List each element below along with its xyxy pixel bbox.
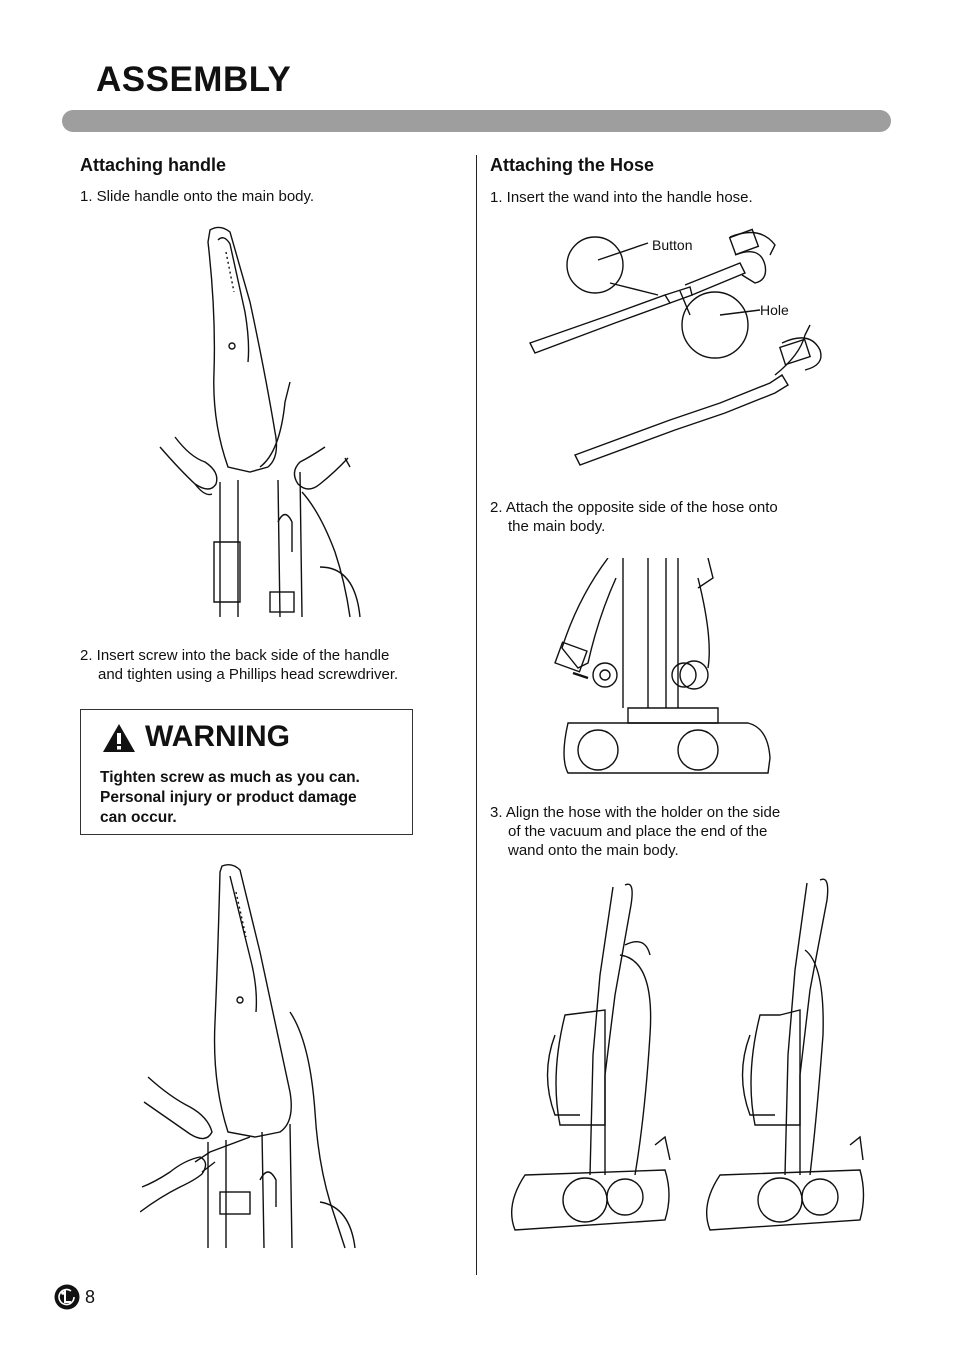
title-bar-divider [62, 110, 891, 132]
warning-line-3: can occur. [100, 809, 177, 826]
hose-step-2-line-1: 2. Attach the opposite side of the hose … [490, 499, 778, 516]
hose-step-3-line-2: of the vacuum and place the end of the [508, 823, 768, 840]
vacuum-assembled-illustration [505, 875, 865, 1237]
hose-step-3-line-1: 3. Align the hose with the holder on the… [490, 804, 781, 821]
warning-line-1: Tighten screw as much as you can. [100, 769, 360, 786]
warning-text: Tighten screw as much as you can. Person… [100, 768, 400, 828]
section-heading-attaching-hose: Attaching the Hose [490, 155, 655, 175]
handle-step-2-line-1: 2. Insert screw into the back side of th… [80, 647, 390, 664]
hose-step-1: 1. Insert the wand into the handle hose. [490, 189, 753, 206]
page-number: 8 [85, 1287, 96, 1307]
hose-step-2-line-2: the main body. [508, 518, 606, 535]
warning-title: WARNING [145, 720, 290, 753]
handle-step-2: 2. Insert screw into the back side of th… [80, 646, 398, 684]
page-title: ASSEMBLY [96, 60, 292, 99]
warning-line-2: Personal injury or product damage [100, 789, 357, 806]
screw-tighten-illustration [140, 862, 370, 1250]
hose-step-3-line-3: wand onto the main body. [508, 842, 679, 859]
callout-button-label: Button [652, 237, 693, 253]
hose-step-2: 2. Attach the opposite side of the hose … [490, 498, 778, 536]
hose-step-3: 3. Align the hose with the holder on the… [490, 803, 780, 860]
handle-step-1: 1. Slide handle onto the main body. [80, 188, 315, 205]
wand-hose-illustration [520, 225, 840, 470]
section-heading-attaching-handle: Attaching handle [80, 155, 227, 175]
handle-slide-illustration [150, 222, 370, 622]
handle-step-2-line-2: and tighten using a Phillips head screwd… [98, 666, 399, 683]
callout-hole-label: Hole [760, 302, 789, 318]
hose-body-illustration [548, 558, 773, 780]
lg-logo-icon [54, 1284, 80, 1315]
column-divider [476, 155, 477, 1275]
warning-box: WARNING Tighten screw as much as you can… [80, 709, 413, 835]
warning-triangle-icon [101, 722, 137, 759]
